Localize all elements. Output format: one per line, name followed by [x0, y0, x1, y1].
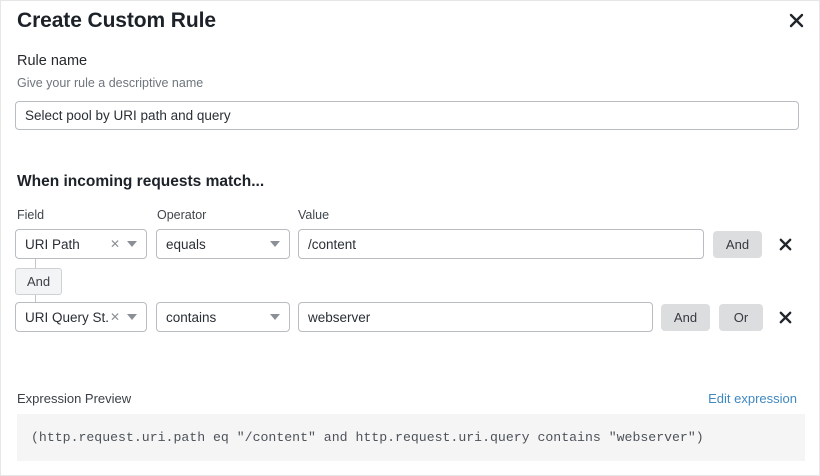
operator-select[interactable]: equals: [156, 229, 290, 259]
chevron-down-icon: [127, 241, 137, 247]
chevron-down-icon: [127, 314, 137, 320]
match-section-heading: When incoming requests match...: [17, 173, 265, 190]
field-select-value: URI Query St...: [25, 309, 108, 325]
condition-row: URI Path ✕ equals And: [1, 229, 820, 259]
or-button[interactable]: Or: [719, 304, 763, 331]
connector-and-badge[interactable]: And: [15, 268, 63, 295]
and-button[interactable]: And: [661, 304, 710, 331]
chevron-down-icon: [270, 241, 280, 247]
condition-row: URI Query St... ✕ contains And Or: [1, 302, 820, 332]
and-button[interactable]: And: [713, 231, 762, 258]
field-select[interactable]: URI Query St... ✕: [15, 302, 147, 332]
operator-select-value: contains: [166, 309, 217, 325]
expression-preview-box: (http.request.uri.path eq "/content" and…: [17, 414, 805, 461]
field-select-value: URI Path: [25, 236, 80, 252]
clear-icon[interactable]: ✕: [109, 236, 120, 251]
close-icon[interactable]: [783, 7, 809, 33]
condition-connector: And: [1, 259, 141, 304]
column-header-value: Value: [298, 208, 330, 222]
expression-preview-text: (http.request.uri.path eq "/content" and…: [31, 430, 704, 445]
value-input[interactable]: [298, 302, 653, 332]
page-title: Create Custom Rule: [17, 9, 216, 32]
connector-line-bottom: [35, 295, 36, 304]
operator-select-value: equals: [166, 236, 206, 252]
operator-select[interactable]: contains: [156, 302, 290, 332]
field-select[interactable]: URI Path ✕: [15, 229, 147, 259]
connector-line-top: [35, 259, 36, 268]
expression-preview-label: Expression Preview: [17, 391, 132, 406]
remove-condition-icon[interactable]: [775, 231, 795, 257]
column-header-operator: Operator: [157, 208, 207, 222]
rule-name-label: Rule name: [17, 53, 88, 69]
value-input[interactable]: [298, 229, 704, 259]
clear-icon[interactable]: ✕: [109, 309, 120, 324]
remove-condition-icon[interactable]: [775, 304, 795, 330]
rule-name-help-text: Give your rule a descriptive name: [17, 76, 204, 90]
column-header-field: Field: [17, 208, 45, 222]
chevron-down-icon: [270, 314, 280, 320]
edit-expression-link[interactable]: Edit expression: [708, 391, 797, 406]
rule-name-input[interactable]: [15, 101, 799, 130]
